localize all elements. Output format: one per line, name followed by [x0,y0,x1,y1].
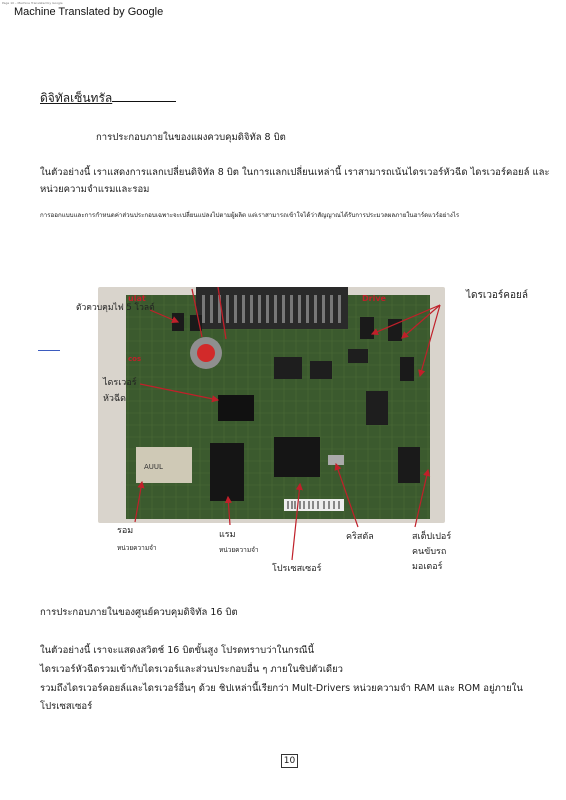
label-ram: แรม [219,530,236,540]
injector-driver-chip [218,395,254,421]
paragraph-2-line-3: รวมถึงไดรเวอร์คอยล์และไดรเวอร์อื่นๆ ด้วย… [40,683,523,694]
label-rom: รอม [117,526,134,536]
label-coil-driver: ไดรเวอร์คอยล์ [466,290,528,301]
processor-chip [274,437,320,477]
section-title: ดิจิทัลเซ็นทรัล [40,91,113,105]
label-ram-sub: หน่วยความจำ [219,546,259,554]
small-note: การออกแบบและการกำหนดค่าส่วนประกอบเฉพาะจะ… [40,212,460,219]
label-stepper-line3: มอเตอร์ [412,562,443,572]
crystal-component [328,455,344,465]
coil-driver-1 [360,317,374,339]
arrow-coil-3 [418,304,441,378]
ecu-board-photo: ulat Drive cos AUUL [98,287,445,523]
arrow-rom [134,480,145,523]
page-number: 10 [281,754,298,768]
paragraph-1-line-1: ในตัวอย่างนี้ เราแสดงการแลกเปลี่ยนดิจิทั… [40,167,550,178]
label-processor: โปรเซสเซอร์ [272,564,322,574]
label-stepper-line2: คนขับรถ [412,547,447,557]
title-underline [112,101,176,102]
photo-text-left: ulat [128,294,146,303]
rom-chip [136,447,192,483]
paragraph-2-line-2: ไดรเวอร์หัวฉีดรวมเข้ากับไดรเวอร์และส่วนป… [40,664,344,675]
paragraph-2-line-1: ในตัวอย่างนี้ เราจะแสดงสวิตช์ 16 บิตขั้น… [40,645,315,656]
arrow-crystal [334,462,359,528]
label-injector-driver-line2: หัวฉีด [103,394,126,404]
ram-chip [210,443,244,501]
arrow-regulator [149,309,180,323]
label-rom-sub: หน่วยความจำ [117,544,157,552]
subtitle-8bit: การประกอบภายในของแผงควบคุมดิจิทัล 8 บิต [96,132,286,143]
arrow-injector [139,383,220,403]
coil-driver-3 [400,357,414,381]
subtitle-16bit: การประกอบภายในของศูนย์ควบคุมดิจิทัล 16 บ… [40,607,238,618]
stepper-driver-chip [398,447,420,483]
label-stepper-line1: สเต็ปเปอร์ [412,532,452,542]
arrow-connector [217,287,227,340]
coil-driver-2 [388,319,402,341]
link-mark [38,350,60,351]
arrow-processor [291,482,303,561]
arrow-coil-2 [401,304,441,339]
label-injector-driver-line1: ไดรเวอร์ [103,378,137,388]
pcb-illustration: ulat Drive cos AUUL [98,287,445,523]
paragraph-1-line-2: หน่วยความจำแรมและรอม [40,184,150,195]
photo-text-right: Drive [362,294,387,303]
tiny-header-note: Page 10 – Machine Translated by Google [2,1,63,5]
arrow-stepper [414,468,431,528]
paragraph-2-line-4: โปรเซสเซอร์ [40,701,93,712]
photo-text-chip: AUUL [144,463,163,471]
arrow-ram [224,495,233,526]
arrow-coil-1 [370,304,441,335]
machine-translated-label: Machine Translated by Google [14,6,164,18]
label-crystal: คริสตัล [346,532,374,542]
label-regulator: ตัวควบคุมไฟ 5 โวลต์ [76,303,155,313]
photo-text-cos: cos [128,355,141,363]
